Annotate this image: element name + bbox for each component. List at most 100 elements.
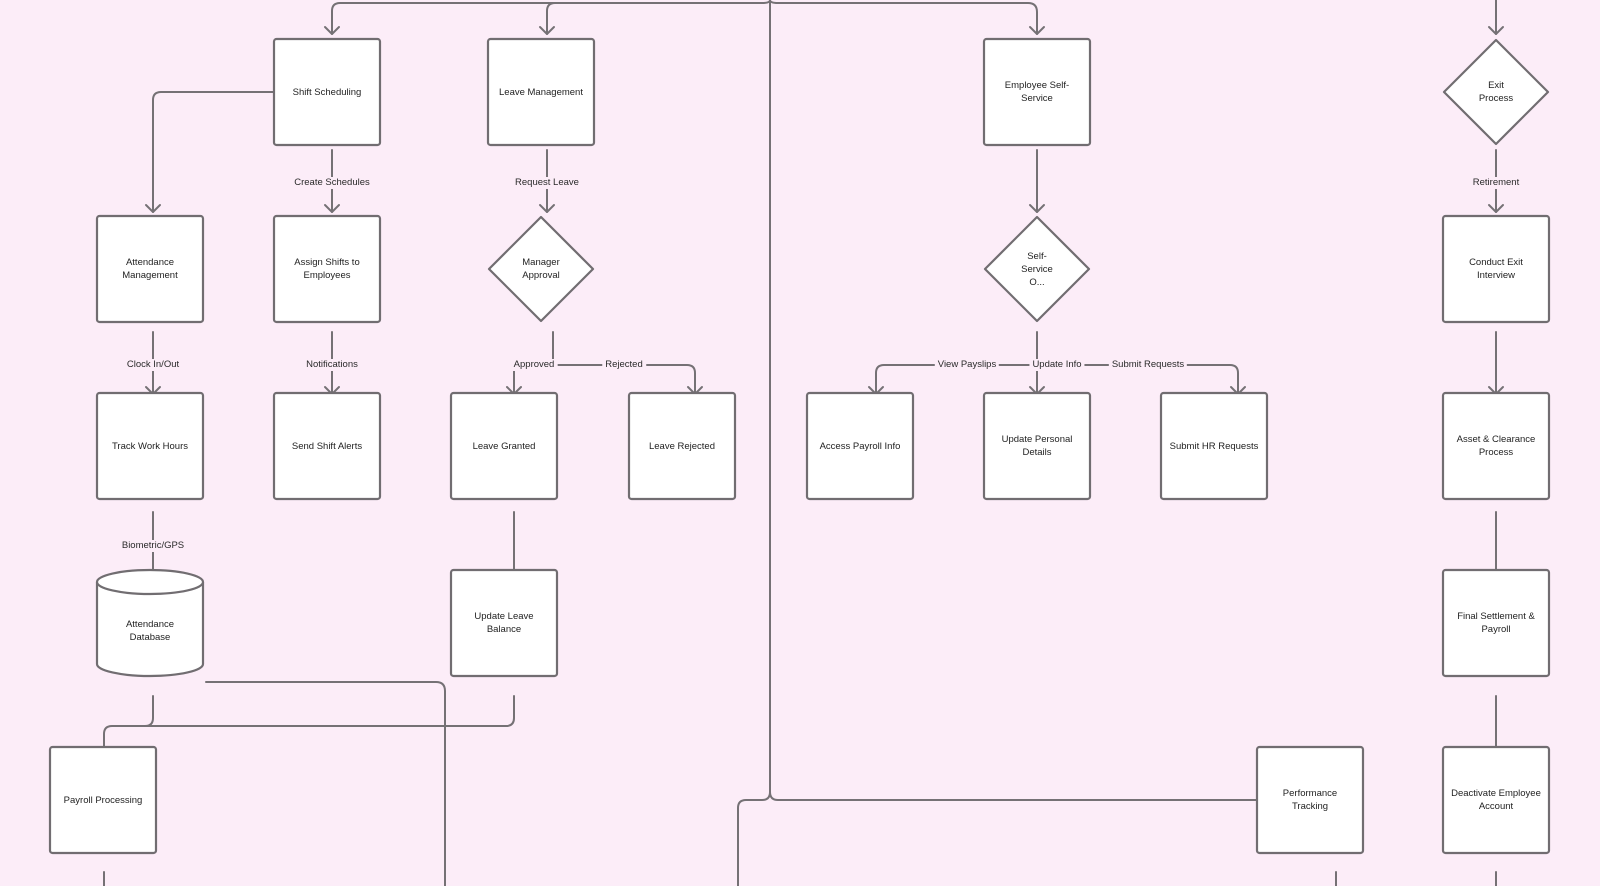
connector-line[interactable]	[205, 681, 446, 886]
process-box	[1441, 568, 1551, 678]
edge-root-to-leave-management[interactable]	[539, 2, 556, 35]
edge-label[interactable]: Submit Requests	[1108, 359, 1188, 371]
arrowhead-icon	[1488, 204, 1504, 213]
node-update-personal-details[interactable]	[982, 391, 1092, 501]
node-label-self-service-options[interactable]: Self-Service O...	[1021, 250, 1053, 288]
node-label-leave-rejected[interactable]: Leave Rejected	[648, 440, 716, 452]
edge-shift-scheduling-to-attendance-management[interactable]	[145, 91, 277, 213]
connector-line[interactable]	[875, 331, 1038, 395]
arrowhead-icon	[1029, 204, 1045, 213]
edge-attendance-database-to-offscreen-below[interactable]	[205, 681, 446, 886]
trunk-branch-down-left[interactable]	[737, 791, 771, 886]
node-track-work-hours[interactable]	[95, 391, 205, 501]
node-label-deactivate-account[interactable]: Deactivate Employee Account	[1451, 788, 1541, 812]
edge-leave-granted-to-update-leave-balance[interactable]	[506, 511, 522, 579]
connector-line[interactable]	[152, 91, 277, 213]
cylinder-top-rim	[95, 581, 205, 596]
process-box	[272, 37, 382, 147]
node-label-attendance-database[interactable]: Attendance Database	[125, 619, 175, 643]
arrowhead-icon	[1488, 26, 1504, 35]
node-label-update-leave-balance[interactable]: Update Leave Balance	[474, 611, 534, 635]
edge-label[interactable]: Notifications	[303, 359, 361, 371]
edge-label[interactable]: Biometric/GPS	[118, 540, 188, 552]
node-leave-granted[interactable]	[449, 391, 559, 501]
node-manager-approval[interactable]	[487, 215, 595, 323]
node-label-track-work-hours[interactable]: Track Work Hours	[111, 440, 188, 452]
process-box	[805, 391, 915, 501]
connector-line[interactable]	[546, 2, 556, 35]
node-submit-hr-requests[interactable]	[1159, 391, 1269, 501]
connector-line[interactable]	[552, 364, 696, 395]
edge-label[interactable]: View Payslips	[934, 359, 1000, 371]
node-label-access-payroll-info[interactable]: Access Payroll Info	[819, 440, 901, 452]
node-assign-shifts[interactable]	[272, 214, 382, 324]
node-shift-scheduling[interactable]	[272, 37, 382, 147]
node-access-payroll-info[interactable]	[805, 391, 915, 501]
process-box	[95, 214, 205, 324]
edge-conduct-exit-interview-to-asset-clearance[interactable]	[1488, 331, 1504, 395]
node-performance-tracking[interactable]	[1255, 745, 1365, 855]
edge-label[interactable]: Request Leave	[512, 177, 582, 189]
arrowhead-icon	[324, 204, 340, 213]
node-label-final-settlement[interactable]: Final Settlement & Payroll	[1457, 611, 1535, 635]
node-label-performance-tracking[interactable]: Performance Tracking	[1282, 788, 1338, 812]
node-label-submit-hr-requests[interactable]: Submit HR Requests	[1169, 440, 1259, 452]
process-box	[627, 391, 737, 501]
node-asset-clearance[interactable]	[1441, 391, 1551, 501]
edge-label[interactable]: Rejected	[602, 359, 646, 371]
node-deactivate-account[interactable]	[1441, 745, 1551, 855]
node-leave-rejected[interactable]	[627, 391, 737, 501]
node-label-employee-self-service[interactable]: Employee Self-Service	[1004, 80, 1070, 104]
connector-line[interactable]	[1036, 364, 1239, 395]
edge-label[interactable]: Approved	[510, 359, 558, 371]
edge-label[interactable]: Update Info	[1029, 359, 1085, 371]
node-label-asset-clearance[interactable]: Asset & Clearance Process	[1456, 434, 1536, 458]
node-attendance-management[interactable]	[95, 214, 205, 324]
node-label-exit-process[interactable]: Exit Process	[1478, 80, 1514, 104]
process-box	[1159, 391, 1269, 501]
process-box	[486, 37, 596, 147]
arrowhead-icon	[539, 204, 555, 213]
node-update-leave-balance[interactable]	[449, 568, 559, 678]
node-label-payroll-processing[interactable]: Payroll Processing	[63, 794, 143, 806]
edge-update-leave-balance-to-payroll-processing[interactable]	[144, 695, 515, 727]
node-exit-process[interactable]	[1442, 38, 1550, 146]
arrowhead-icon	[539, 26, 555, 35]
node-label-assign-shifts[interactable]: Assign Shifts to Employees	[294, 257, 360, 281]
node-final-settlement[interactable]	[1441, 568, 1551, 678]
node-payroll-processing[interactable]	[48, 745, 158, 855]
connector-line[interactable]	[103, 695, 154, 756]
node-label-update-personal-details[interactable]: Update Personal Details	[1001, 434, 1073, 458]
edge-root-to-employee-self-service[interactable]	[769, 0, 1045, 35]
decision-diamond	[487, 215, 595, 323]
node-attendance-database[interactable]	[95, 568, 205, 678]
node-conduct-exit-interview[interactable]	[1441, 214, 1551, 324]
node-employee-self-service[interactable]	[982, 37, 1092, 147]
node-label-leave-management[interactable]: Leave Management	[499, 86, 583, 98]
node-self-service-options[interactable]	[983, 215, 1091, 323]
edge-label[interactable]: Clock In/Out	[123, 359, 183, 371]
edge-label[interactable]: Create Schedules	[291, 177, 373, 189]
edge-employee-self-service-to-self-service-options[interactable]	[1029, 149, 1045, 213]
edge-root-to-exit-process[interactable]	[1488, 0, 1504, 35]
process-box	[1441, 745, 1551, 855]
node-label-attendance-management[interactable]: Attendance Management	[122, 257, 178, 281]
connector-line[interactable]	[769, 0, 1038, 35]
edge-asset-clearance-to-final-settlement[interactable]	[1488, 511, 1504, 579]
process-box	[1441, 391, 1551, 501]
node-label-manager-approval[interactable]: Manager Approval	[522, 257, 560, 281]
node-label-leave-granted[interactable]: Leave Granted	[472, 440, 536, 452]
process-box	[1441, 214, 1551, 324]
edge-label[interactable]: Retirement	[1469, 177, 1523, 189]
node-send-shift-alerts[interactable]	[272, 391, 382, 501]
connector-line[interactable]	[144, 695, 515, 727]
node-label-shift-scheduling[interactable]: Shift Scheduling	[292, 86, 362, 98]
node-label-send-shift-alerts[interactable]: Send Shift Alerts	[291, 440, 363, 452]
arrowhead-icon	[145, 204, 161, 213]
database-cylinder	[95, 568, 205, 678]
process-box	[95, 391, 205, 501]
node-label-conduct-exit-interview[interactable]: Conduct Exit Interview	[1469, 257, 1523, 281]
node-leave-management[interactable]	[486, 37, 596, 147]
